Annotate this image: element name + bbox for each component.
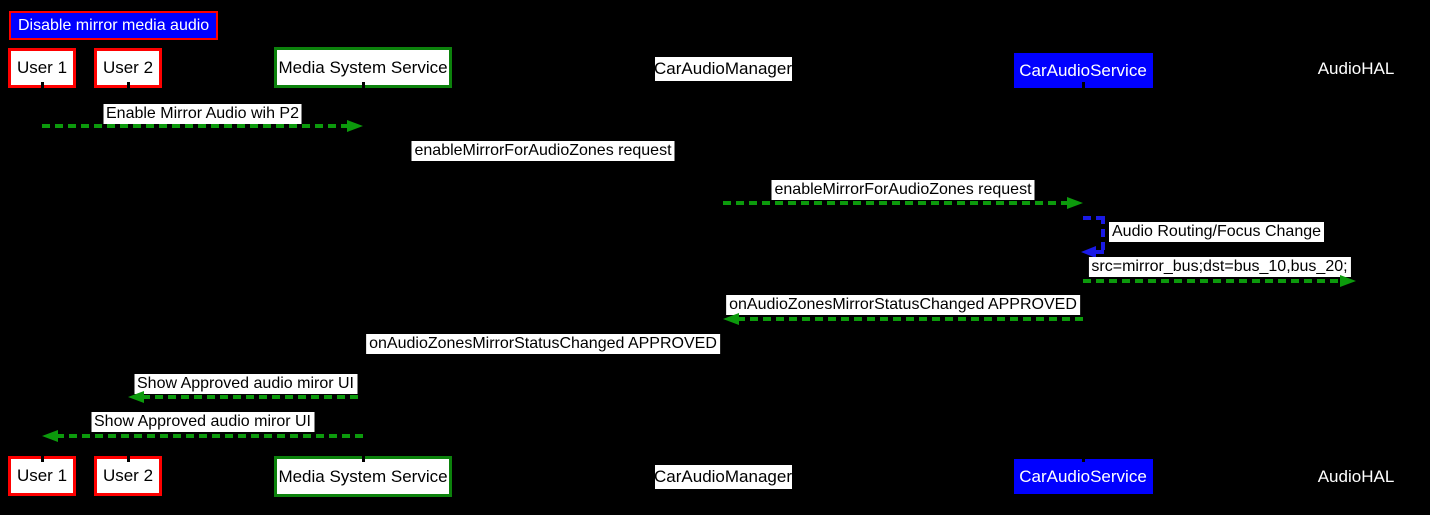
message-label-show-approved-user2: Show Approved audio miror UI bbox=[134, 374, 357, 394]
participant-car-audio-manager-bottom: CarAudioManager bbox=[654, 465, 792, 489]
message-arrow-show-approved-user2 bbox=[142, 395, 363, 399]
message-arrow-enable-mirror-request-2 bbox=[723, 201, 1069, 205]
self-arrow-side-audio-routing-self bbox=[1101, 216, 1105, 252]
lifeline-audio-hal bbox=[1354, 82, 1358, 462]
participant-car-audio-service-bottom: CarAudioService bbox=[1013, 459, 1153, 494]
lifeline-car-audio-manager bbox=[721, 82, 725, 462]
message-label-enable-mirror-request-2: enableMirrorForAudioZones request bbox=[771, 180, 1035, 200]
message-arrowhead-show-approved-user1 bbox=[42, 430, 58, 442]
lifeline-user1 bbox=[40, 82, 44, 462]
self-arrowhead-audio-routing-self bbox=[1081, 246, 1096, 258]
message-label-enable-mirror-request-1: enableMirrorForAudioZones request bbox=[411, 141, 675, 161]
message-arrowhead-src-mirror-bus bbox=[1340, 275, 1356, 287]
participant-car-audio-manager-top: CarAudioManager bbox=[654, 57, 792, 81]
diagram-title: Disable mirror media audio bbox=[9, 11, 219, 40]
message-arrow-status-approved-1 bbox=[737, 317, 1083, 321]
message-label-audio-routing-self: Audio Routing/Focus Change bbox=[1109, 222, 1325, 242]
message-arrow-src-mirror-bus bbox=[1083, 279, 1342, 283]
message-label-status-approved-1: onAudioZonesMirrorStatusChanged APPROVED bbox=[726, 295, 1080, 315]
participant-user2-bottom: User 2 bbox=[94, 456, 162, 496]
participant-media-system-service-bottom: Media System Service bbox=[274, 456, 452, 497]
self-arrow-top-audio-routing-self bbox=[1083, 216, 1105, 220]
lifeline-user2 bbox=[126, 82, 130, 462]
message-arrow-enable-mirror-audio bbox=[42, 124, 349, 128]
message-label-status-approved-2: onAudioZonesMirrorStatusChanged APPROVED bbox=[366, 334, 720, 354]
message-arrowhead-enable-mirror-request-2 bbox=[1067, 197, 1083, 209]
participant-audio-hal-top: AudioHAL bbox=[1317, 58, 1395, 78]
participant-media-system-service-top: Media System Service bbox=[274, 47, 452, 88]
lifeline-media-system-service bbox=[361, 82, 365, 462]
message-arrowhead-show-approved-user2 bbox=[128, 391, 144, 403]
message-label-src-mirror-bus: src=mirror_bus;dst=bus_10,bus_20; bbox=[1088, 257, 1351, 277]
message-arrowhead-enable-mirror-audio bbox=[347, 120, 363, 132]
message-label-enable-mirror-audio: Enable Mirror Audio wih P2 bbox=[103, 104, 302, 124]
message-label-show-approved-user1: Show Approved audio miror UI bbox=[91, 412, 314, 432]
message-arrow-show-approved-user1 bbox=[56, 434, 363, 438]
participant-audio-hal-bottom: AudioHAL bbox=[1317, 466, 1395, 486]
participant-user1-bottom: User 1 bbox=[8, 456, 76, 496]
message-arrowhead-status-approved-1 bbox=[723, 313, 739, 325]
self-arrow-bottom-audio-routing-self bbox=[1096, 250, 1105, 254]
participant-user2-top: User 2 bbox=[94, 48, 162, 88]
participant-user1-top: User 1 bbox=[8, 48, 76, 88]
lifeline-car-audio-service bbox=[1081, 82, 1085, 462]
